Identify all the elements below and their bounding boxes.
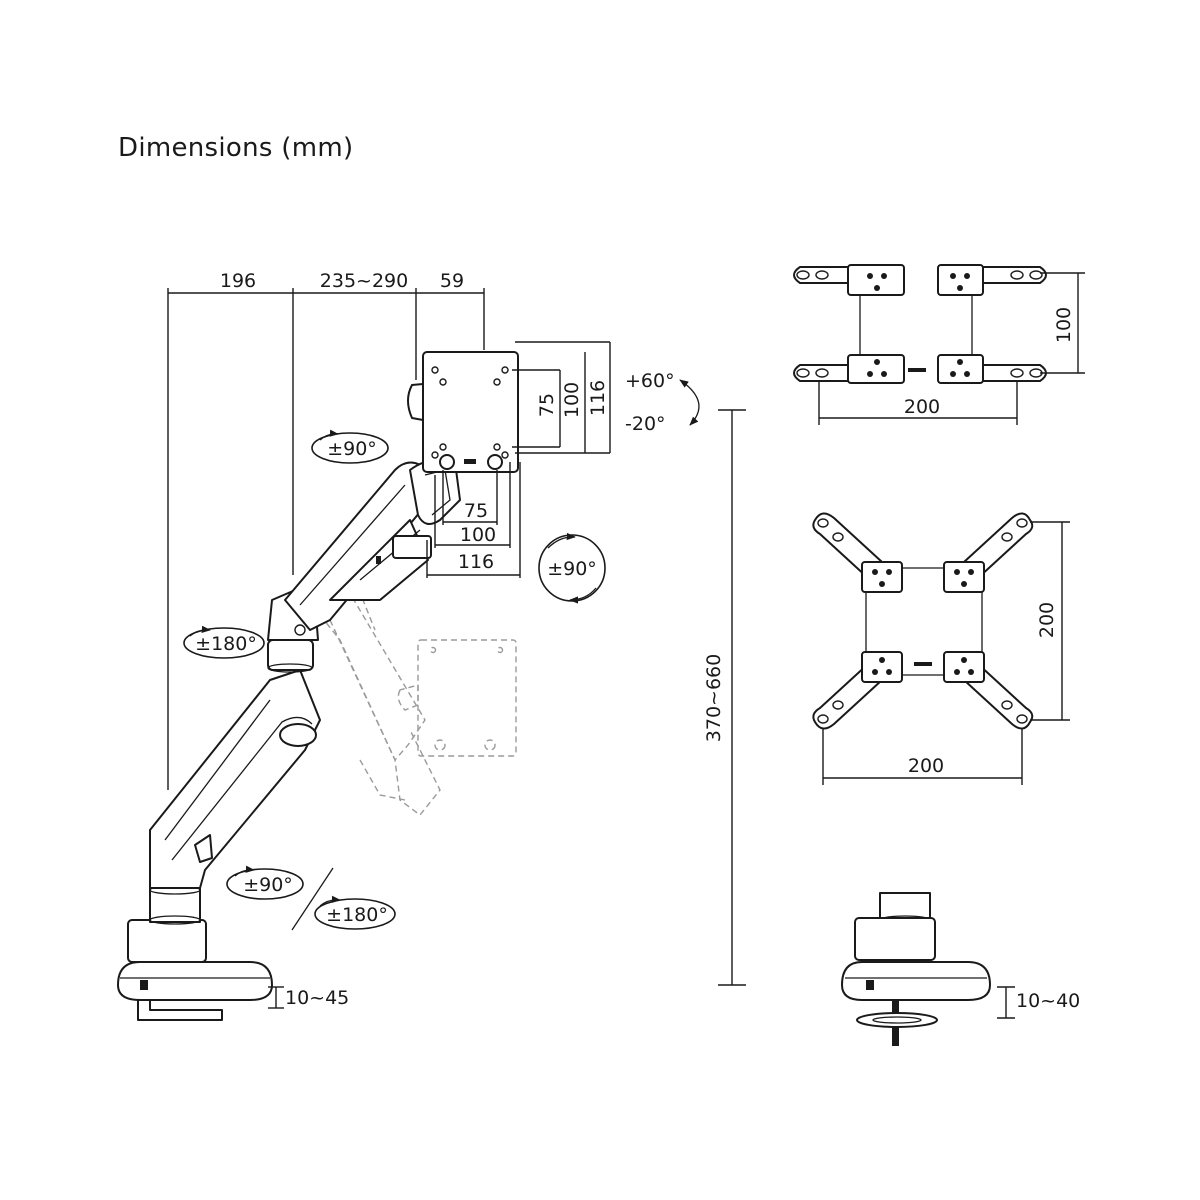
grommet-range-label: 10~40 <box>1016 990 1080 1012</box>
dim-vesa-h-100: 100 <box>460 524 496 546</box>
tilt-down-label: -20° <box>625 413 666 435</box>
rotation-badge-base-rotate: ±180° <box>314 895 396 930</box>
cross-adapter-width: 200 <box>908 755 944 777</box>
vesa-adapter-cross <box>812 512 1034 730</box>
rotate-label: ±90° <box>547 558 597 580</box>
straight-adapter-height: 100 <box>1053 307 1075 343</box>
dim-vesa-v-100: 100 <box>561 382 583 418</box>
separator-slash <box>291 867 334 931</box>
rotation-badge-base-swivel: ±90° <box>226 865 304 900</box>
rotation-badge-elbow-swivel: ±180° <box>183 625 265 659</box>
height-dimension-line <box>718 409 746 986</box>
straight-adapter-dims <box>818 272 1085 425</box>
dim-vesa-h-75: 75 <box>464 500 488 522</box>
vesa-adapter-straight <box>793 264 1047 384</box>
cross-adapter-dims <box>822 521 1070 785</box>
arm-ghost-position <box>298 579 517 816</box>
straight-adapter-width: 200 <box>904 396 940 418</box>
elbow-swivel-label: ±180° <box>195 633 257 655</box>
rotation-badge-rotate: ±90° <box>538 532 606 604</box>
clamp-range-label: 10~45 <box>285 987 349 1009</box>
dim-vesa-v-116: 116 <box>587 380 609 416</box>
dim-vesa-h-116: 116 <box>458 551 494 573</box>
page-title: Dimensions (mm) <box>118 133 354 163</box>
grommet-base <box>841 892 991 1046</box>
base-rotate-label: ±180° <box>326 904 388 926</box>
base-swivel-label: ±90° <box>243 874 293 896</box>
dim-vesa-v-75: 75 <box>536 393 558 417</box>
cross-adapter-height: 200 <box>1036 602 1058 638</box>
vesa-horizontal-dims <box>426 462 521 578</box>
dim-arm-extension: 235~290 <box>320 270 408 292</box>
top-dimension-lines <box>167 288 485 790</box>
dim-head-depth: 59 <box>440 270 464 292</box>
clamp-range-dim <box>268 986 284 1009</box>
tilt-arrow-icon <box>679 379 700 426</box>
monitor-arm <box>117 351 519 1021</box>
head-swivel-label: ±90° <box>327 438 377 460</box>
vesa-vertical-dims <box>512 341 611 454</box>
grommet-range-dim <box>997 986 1015 1019</box>
tilt-up-label: +60° <box>625 370 675 392</box>
rotation-badge-head-swivel: ±90° <box>311 429 389 464</box>
dim-arm-base-offset: 196 <box>220 270 256 292</box>
height-range-label: 370~660 <box>703 654 725 742</box>
